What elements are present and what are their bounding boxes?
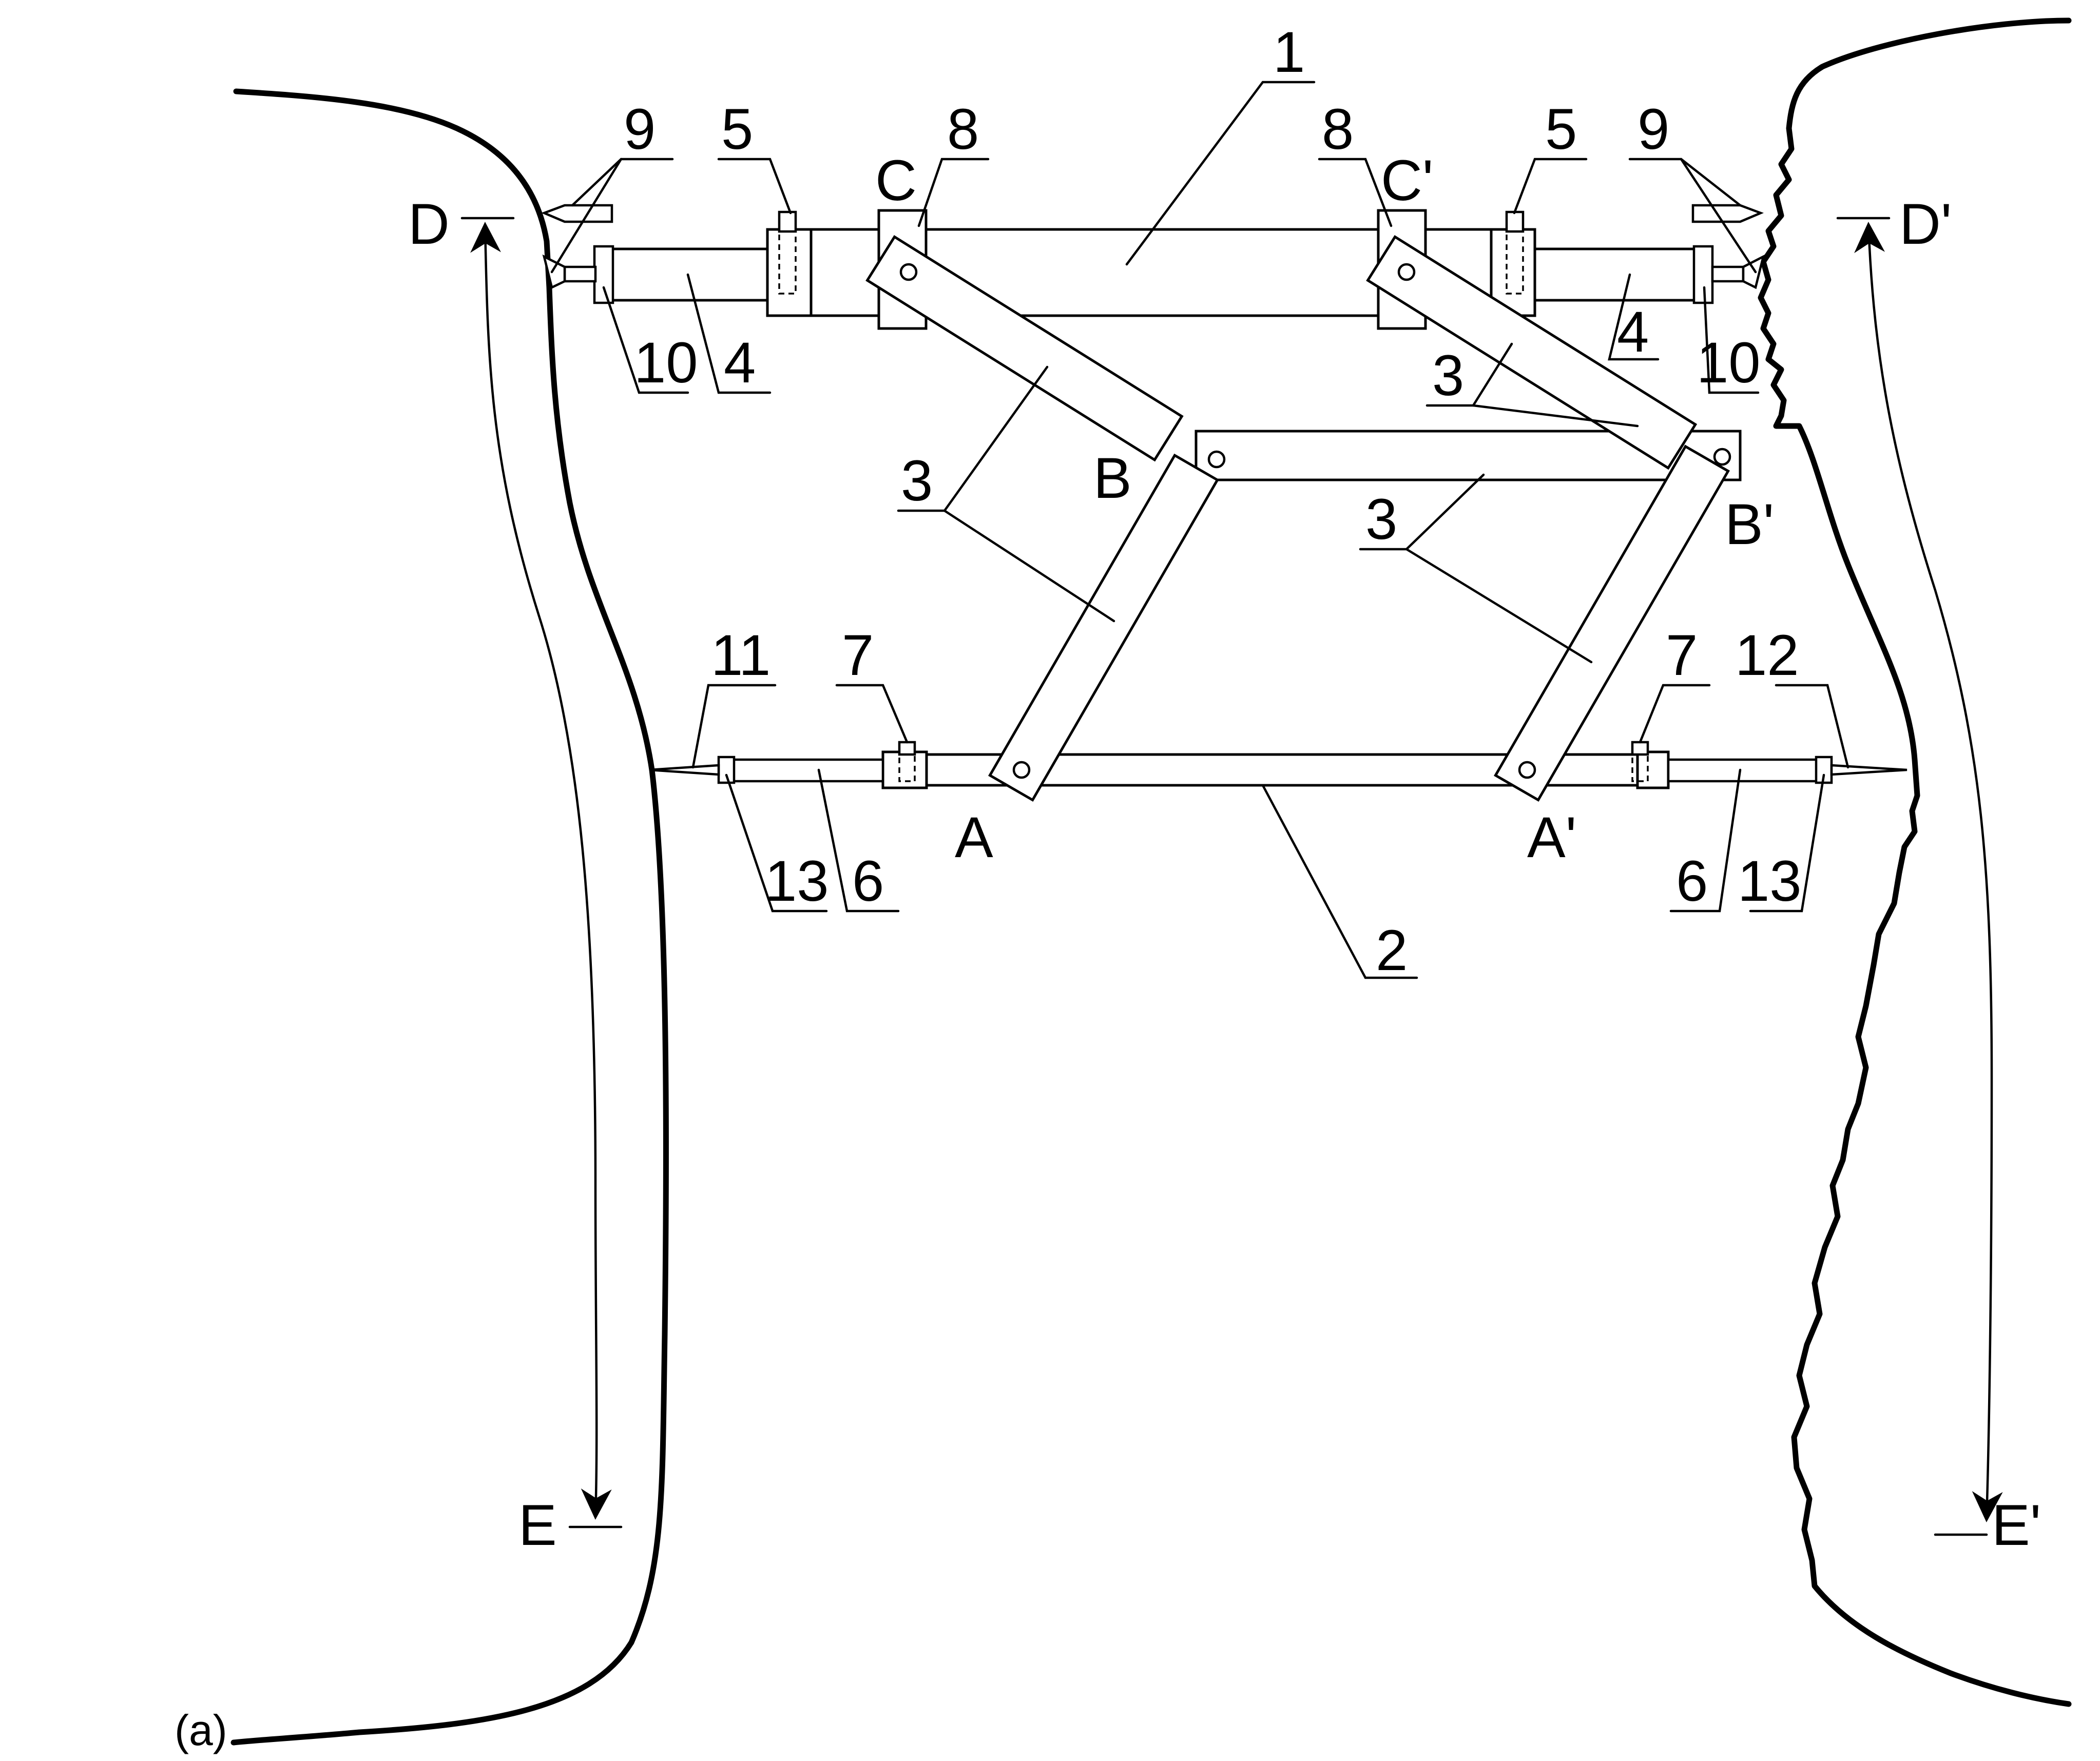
- left-lower-lock-bolt-head: [898, 741, 916, 756]
- label-joint-c: C: [875, 148, 917, 212]
- label-part-4-right: 4: [1617, 300, 1649, 364]
- left-lower-lock-bolt: [898, 741, 916, 782]
- right-lower-lock-bolt-head: [1631, 741, 1649, 756]
- right-borehole-wall: [1758, 17, 2072, 1707]
- right-lock-bolt-head: [1505, 210, 1525, 233]
- label-part-3-c: 3: [1365, 487, 1397, 551]
- label-joint-a-prime: A': [1527, 805, 1576, 869]
- left-lock-bolt-head: [778, 210, 797, 233]
- label-part-2: 2: [1376, 918, 1408, 982]
- link-bar-a-prime-b-prime: [1494, 444, 1730, 802]
- label-part-13-right: 13: [1738, 849, 1802, 913]
- label-part-12: 12: [1735, 623, 1799, 687]
- label-section-e: E: [518, 1493, 557, 1557]
- right-telescopic-rod-upper: [1531, 247, 1701, 302]
- panel-label: (a): [175, 1706, 227, 1754]
- right-lower-lock-bolt: [1631, 741, 1649, 782]
- left-telescopic-rod-lower: [727, 758, 884, 783]
- label-part-5-right: 5: [1545, 97, 1577, 161]
- right-telescopic-rod-lower: [1667, 758, 1824, 783]
- label-part-9-left: 9: [624, 97, 656, 161]
- label-section-e-prime: E': [1992, 1493, 2041, 1557]
- label-part-6-left: 6: [852, 849, 884, 913]
- label-part-13-left: 13: [765, 849, 829, 913]
- label-part-3-a: 3: [901, 449, 933, 513]
- pin-c: [899, 263, 918, 281]
- right-scan-arrow: [1854, 222, 2003, 1522]
- pin-b: [1207, 450, 1226, 469]
- label-joint-b: B: [1093, 446, 1132, 510]
- right-probe-needle: [1830, 764, 1908, 776]
- right-lower-slide-sleeve: [1636, 750, 1670, 789]
- label-section-d-prime: D': [1899, 192, 1952, 256]
- label-part-10-left: 10: [634, 331, 698, 395]
- left-borehole-wall: [230, 88, 669, 1746]
- label-section-d: D: [408, 192, 450, 256]
- label-part-3-b: 3: [1432, 343, 1464, 408]
- label-part-6-right: 6: [1676, 849, 1708, 913]
- right-wall-wedge-tip: [1742, 254, 1765, 289]
- label-part-4-left: 4: [724, 331, 756, 395]
- label-part-10-right: 10: [1697, 331, 1761, 395]
- label-part-7-right: 7: [1666, 623, 1698, 687]
- left-lower-slide-sleeve: [881, 750, 928, 789]
- link-bar-c-prime-b-prime: [1366, 235, 1698, 470]
- left-rod-end-cap: [593, 245, 614, 304]
- label-part-11: 11: [711, 623, 770, 687]
- label-part-8-left: 8: [947, 97, 979, 161]
- right-rod-end-cap: [1692, 245, 1714, 304]
- right-upper-contact-tip: [1691, 204, 1764, 223]
- link-bar-a-b: [988, 453, 1219, 802]
- label-joint-a: A: [955, 805, 993, 869]
- left-rod-tip-stub: [563, 265, 597, 283]
- label-part-9-right: 9: [1637, 97, 1669, 161]
- label-part-1: 1: [1273, 20, 1305, 84]
- label-part-7-left: 7: [842, 623, 874, 687]
- link-bar-c-b: [865, 235, 1184, 462]
- label-part-5-left: 5: [721, 97, 753, 161]
- pin-b-prime: [1713, 448, 1731, 466]
- leader-lines: [550, 81, 1849, 979]
- pin-a: [1012, 761, 1031, 779]
- left-scan-arrow: [470, 222, 612, 1520]
- left-lower-rod-end: [717, 756, 736, 784]
- label-part-8-right: 8: [1322, 97, 1354, 161]
- pin-c-prime: [1397, 263, 1416, 281]
- pin-a-prime: [1518, 761, 1536, 779]
- left-upper-contact-tip: [541, 204, 613, 223]
- left-probe-needle: [649, 764, 720, 776]
- right-rod-tip-stub: [1711, 265, 1745, 283]
- label-joint-b-prime: B': [1725, 492, 1774, 556]
- label-joint-c-prime: C': [1381, 148, 1433, 212]
- left-lock-bolt-housing: [766, 228, 813, 317]
